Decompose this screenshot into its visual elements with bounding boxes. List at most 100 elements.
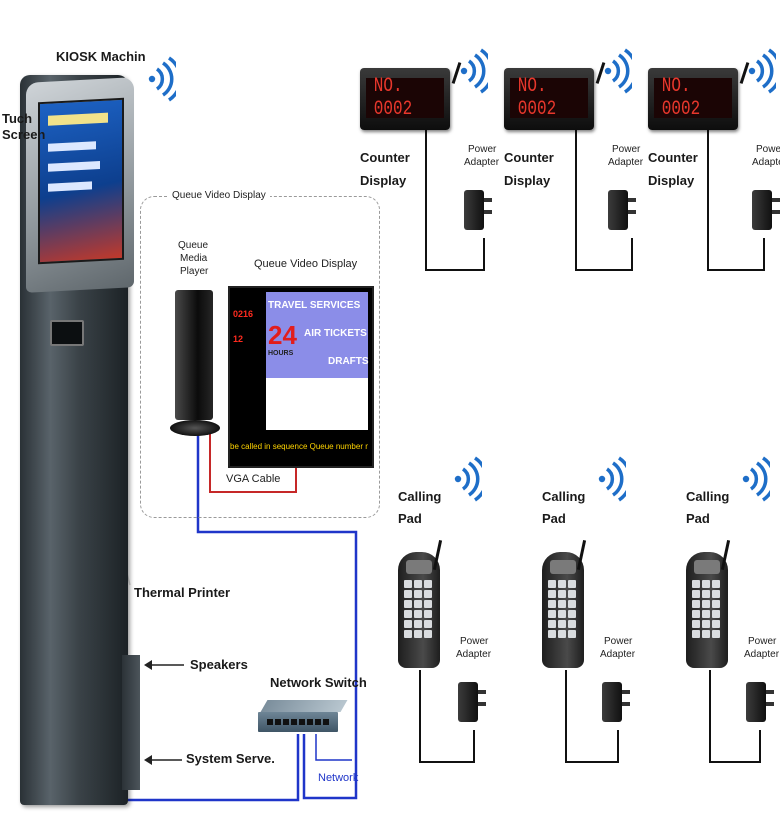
pad-key [424, 620, 432, 628]
adapter-pin [478, 702, 486, 706]
calling-pad-label-1: Calling [542, 489, 586, 504]
media-player-label-1: Queue [178, 240, 209, 251]
counter-number: NO. 0002 [661, 75, 701, 121]
pad-key [404, 620, 412, 628]
pad-key [568, 630, 576, 638]
network-switch-label: Network Switch [270, 675, 367, 690]
power-adapter-label-1: Power [756, 144, 780, 155]
pad-keypad [404, 580, 434, 638]
pad-keypad [692, 580, 722, 638]
pad-screen [550, 560, 576, 574]
counter-display-icon: NO. 0002 [648, 62, 750, 130]
adapter-pin [622, 702, 630, 706]
pad-key [568, 620, 576, 628]
pad-key [692, 610, 700, 618]
calling-pad-label-1: Calling [398, 489, 442, 504]
pad-wire-1 [419, 670, 475, 763]
queue-video-area [266, 378, 368, 430]
pad-key [702, 590, 710, 598]
power-adapter-label-1: Power [460, 636, 489, 647]
adapter-pin [772, 210, 780, 214]
system-server-label: System Serve. [186, 751, 275, 766]
banner-line: TRAVEL SERVICES [268, 300, 361, 311]
adapter-body [458, 682, 478, 722]
speakers-arrowhead [144, 660, 152, 670]
screen-option [48, 141, 96, 152]
pad-key [404, 600, 412, 608]
pad-key [568, 600, 576, 608]
vga-cable-label: VGA Cable [226, 473, 281, 485]
pad-key [404, 630, 412, 638]
adapter-pin [622, 690, 630, 694]
thermal-printer-label: Thermal Printer [134, 585, 231, 600]
power-adapter-label-2: Adapter [600, 649, 636, 660]
pad-key [558, 620, 566, 628]
power-adapter-label-2: Adapter [608, 157, 644, 168]
pad-key [558, 600, 566, 608]
adapter-pin [484, 198, 492, 202]
adapter-body [746, 682, 766, 722]
pad-key [414, 630, 422, 638]
counter-display-label-1: Counter [360, 150, 410, 165]
network-switch-icon [258, 700, 348, 734]
adapter-pin [772, 198, 780, 202]
pad-key [692, 600, 700, 608]
pad-key [712, 580, 720, 588]
banner-big-number: 24 [268, 320, 297, 350]
switch-ports [258, 712, 338, 732]
counter-display-icon: NO. 0002 [504, 62, 606, 130]
calling-pad-icon [398, 540, 444, 668]
pad-key [424, 630, 432, 638]
adapter-body [464, 190, 484, 230]
pad-key [548, 580, 556, 588]
pad-key [548, 590, 556, 598]
pad-key [692, 590, 700, 598]
adapter-pin [766, 702, 774, 706]
power-adapter-label-2: Adapter [752, 157, 780, 168]
wifi-icon [598, 456, 633, 502]
wifi-icon [604, 48, 639, 94]
media-player-label-2: Media [180, 253, 208, 264]
pad-key [548, 600, 556, 608]
power-adapter-icon [464, 180, 492, 232]
counter-display-label-1: Counter [504, 150, 554, 165]
pad-key [414, 590, 422, 598]
pad-key [712, 630, 720, 638]
queue-side-number: 0216 [233, 309, 254, 319]
pad-key [414, 620, 422, 628]
adapter-body [752, 190, 772, 230]
wifi-icon [454, 456, 489, 502]
counter-display-label-2: Display [504, 173, 551, 188]
wifi-icon [748, 48, 780, 94]
calling-pad-label-2: Pad [398, 511, 422, 526]
screen-logo [48, 112, 108, 126]
pad-key [548, 610, 556, 618]
pad-wire-3 [709, 670, 761, 763]
pad-key [692, 630, 700, 638]
pad-key [424, 580, 432, 588]
touch-screen-label-1: Tuch [2, 111, 33, 126]
pad-key [702, 600, 710, 608]
queue-side-panel: 0216 12 [233, 292, 263, 434]
pad-key [404, 610, 412, 618]
kiosk-touch-screen [38, 97, 124, 265]
queue-display-label: Queue Video Display [254, 258, 358, 270]
counter-display-face: NO. 0002 [510, 75, 588, 121]
pad-key [558, 610, 566, 618]
power-adapter-icon [752, 180, 780, 232]
media-player-stand [170, 420, 220, 436]
pad-key [568, 590, 576, 598]
wifi-icon [148, 56, 176, 102]
pad-screen [694, 560, 720, 574]
power-adapter-label-1: Power [468, 144, 497, 155]
power-adapter-icon [608, 180, 636, 232]
speakers-label: Speakers [190, 657, 248, 672]
screen-option [48, 181, 92, 192]
adapter-pin [478, 690, 486, 694]
adapter-body [602, 682, 622, 722]
screen-option [48, 161, 100, 172]
queue-ticker: be called in sequence Queue number m [230, 436, 368, 458]
wifi-icon [742, 456, 777, 502]
calling-pad-label-1: Calling [686, 489, 730, 504]
wifi-icon [460, 48, 495, 94]
